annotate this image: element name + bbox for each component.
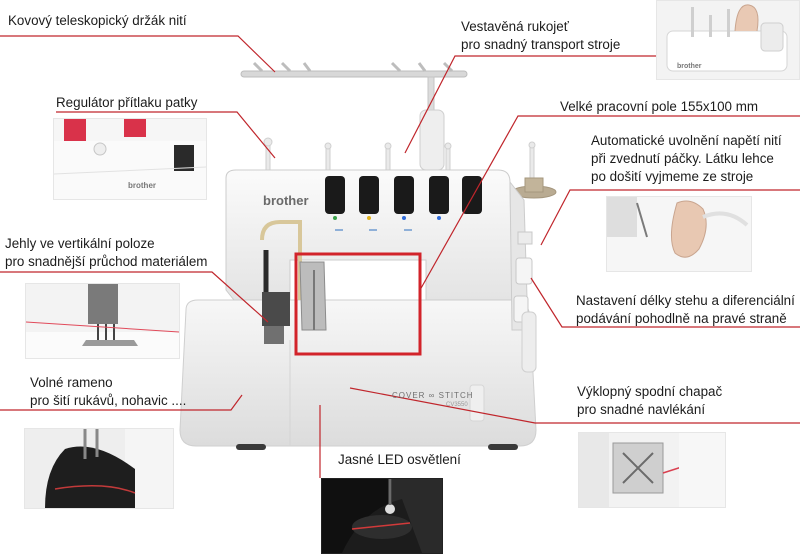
model-line-1: COVER xyxy=(392,391,426,400)
model-line-2: STITCH xyxy=(438,391,474,400)
label-work-area: Velké pracovní pole 155x100 mm xyxy=(560,99,759,114)
label-looper: Výklopný spodní chapač pro snadné navlék… xyxy=(577,383,722,419)
label-tension-line-2: při zvednutí páčky. Látku lehce xyxy=(591,151,774,166)
photo-pressure-brand: brother xyxy=(128,181,156,190)
machine-base xyxy=(179,299,537,447)
photo-handle: brother xyxy=(656,0,800,80)
label-tension-line-3: po došití vyjmeme ze stroje xyxy=(591,169,754,184)
photo-looper xyxy=(578,432,726,508)
label-spool-holder: Kovový teleskopický držák nití xyxy=(8,13,187,28)
label-free-arm-line-2: pro šití rukávů, nohavic .... xyxy=(30,393,187,408)
machine-model-name: COVER ∞ STITCH xyxy=(392,391,474,400)
label-looper-line-2: pro snadné navlékání xyxy=(577,402,706,417)
label-stitch-line-1: Nastavení délky stehu a diferenciální xyxy=(576,293,795,308)
leader-lines xyxy=(0,35,800,478)
label-free-arm: Volné rameno pro šití rukávů, nohavic ..… xyxy=(30,374,186,410)
label-needles-line-2: pro snadnější průchod materiálem xyxy=(5,254,208,269)
work-area-highlight xyxy=(294,252,422,356)
spool-holder xyxy=(240,61,468,171)
label-tension-line-1: Automatické uvolnění napětí nití xyxy=(591,133,782,148)
photo-tension-release xyxy=(606,196,752,272)
tension-dials xyxy=(325,176,482,231)
photo-free-arm xyxy=(24,428,174,509)
label-needles: Jehly ve vertikální poloze pro snadnější… xyxy=(5,235,207,271)
machine-model-code: CV3550 xyxy=(446,402,468,408)
label-stitch-settings: Nastavení délky stehu a diferenciální po… xyxy=(576,292,795,328)
photo-handle-brand: brother xyxy=(677,63,702,70)
label-tension-release: Automatické uvolnění napětí nití při zve… xyxy=(591,132,782,186)
photo-led-light xyxy=(321,478,443,554)
label-free-arm-line-1: Volné rameno xyxy=(30,375,113,390)
machine-brand-logo: brother xyxy=(263,193,309,208)
label-handle-line-2: pro snadný transport stroje xyxy=(461,37,621,52)
label-needles-line-1: Jehly ve vertikální poloze xyxy=(5,236,155,251)
label-handle: Vestavěná rukojeť pro snadný transport s… xyxy=(461,18,620,54)
label-led-light: Jasné LED osvětlení xyxy=(338,452,461,467)
label-stitch-line-2: podávání pohodlně na pravé straně xyxy=(576,311,787,326)
label-looper-line-1: Výklopný spodní chapač xyxy=(577,384,723,399)
photo-pressure-regulator: brother xyxy=(53,118,207,200)
label-handle-line-1: Vestavěná rukojeť xyxy=(461,19,569,34)
label-pressure-regulator: Regulátor přítlaku patky xyxy=(56,95,198,110)
photo-needles xyxy=(25,283,180,359)
